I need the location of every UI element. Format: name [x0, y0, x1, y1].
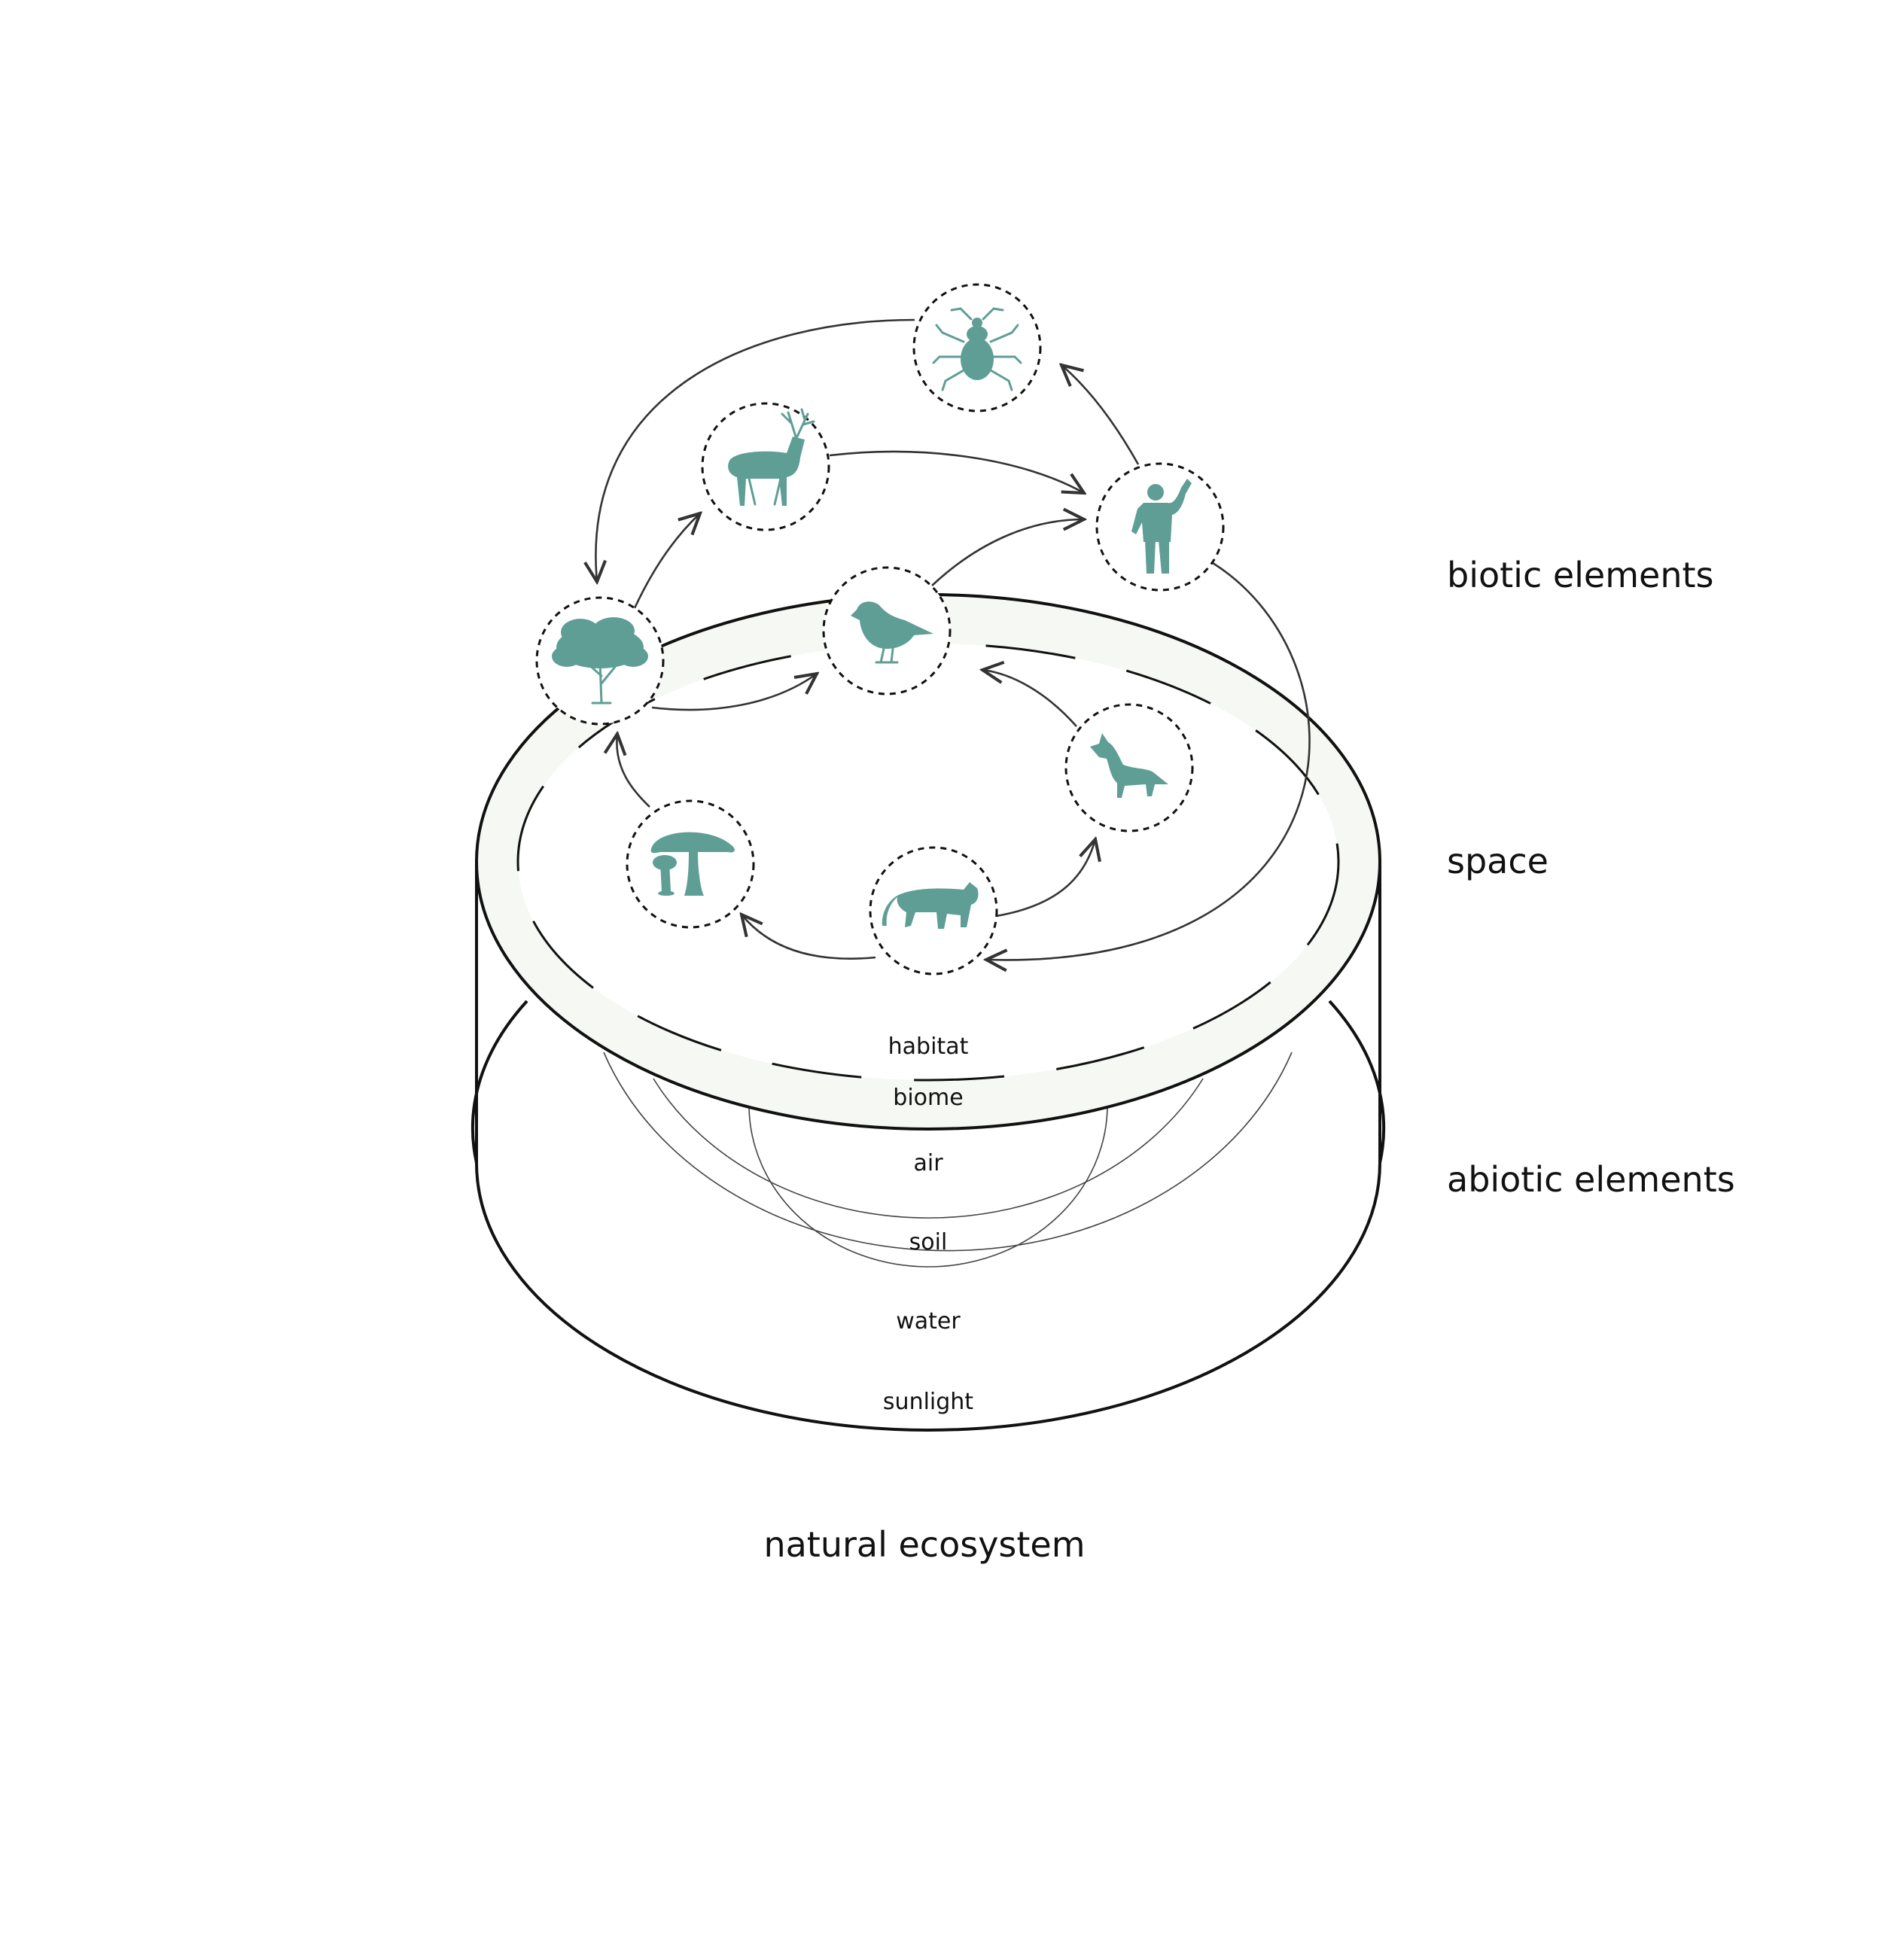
air-label: air [913, 1150, 943, 1176]
deer-icon [728, 408, 815, 506]
arrow-bird-to-human [931, 519, 1084, 586]
human-node [1095, 462, 1225, 592]
beetle-node [912, 283, 1042, 412]
biotic-elements-label: biotic elements [1447, 555, 1714, 595]
arrow-beetle-to-tree [595, 318, 915, 582]
beetle-icon [932, 307, 1022, 391]
arrow-tiger-to-wolf [991, 839, 1095, 918]
abiotic-cylinder [470, 862, 1386, 1432]
arrow-tree-to-deer [633, 513, 700, 609]
arrow-human-to-tiger [986, 562, 1311, 960]
interaction-arrows [595, 318, 1311, 960]
abiotic-elements-label: abiotic elements [1447, 1159, 1735, 1200]
arrow-wolf-to-bird [982, 670, 1077, 727]
deer-node [701, 402, 830, 531]
tiger-icon [882, 882, 979, 929]
tree-icon [552, 617, 648, 705]
bird-icon [851, 601, 933, 664]
habitat-label: habitat [888, 1033, 969, 1060]
arrow-tree-to-bird [651, 674, 817, 711]
biome-label: biome [893, 1085, 963, 1111]
mushroom-icon [650, 832, 735, 896]
bird-node [822, 566, 952, 695]
wolf-icon [1090, 733, 1168, 798]
arrow-tiger-to-mushroom [742, 915, 876, 960]
arrow-human-to-beetle [1061, 365, 1140, 465]
water-label: water [896, 1308, 961, 1335]
diagram-title: natural ecosystem [763, 1524, 1085, 1565]
tiger-node [869, 846, 998, 975]
soil-label: soil [909, 1229, 948, 1255]
space-label: space [1447, 841, 1549, 881]
tree-node [535, 596, 665, 726]
sunlight-label: sunlight [883, 1389, 973, 1415]
arrow-deer-to-human-1 [829, 450, 1084, 493]
mushroom-node [626, 799, 755, 929]
human-icon [1131, 479, 1192, 574]
wolf-node [1064, 703, 1194, 832]
arrow-mushroom-to-tree [617, 734, 650, 808]
